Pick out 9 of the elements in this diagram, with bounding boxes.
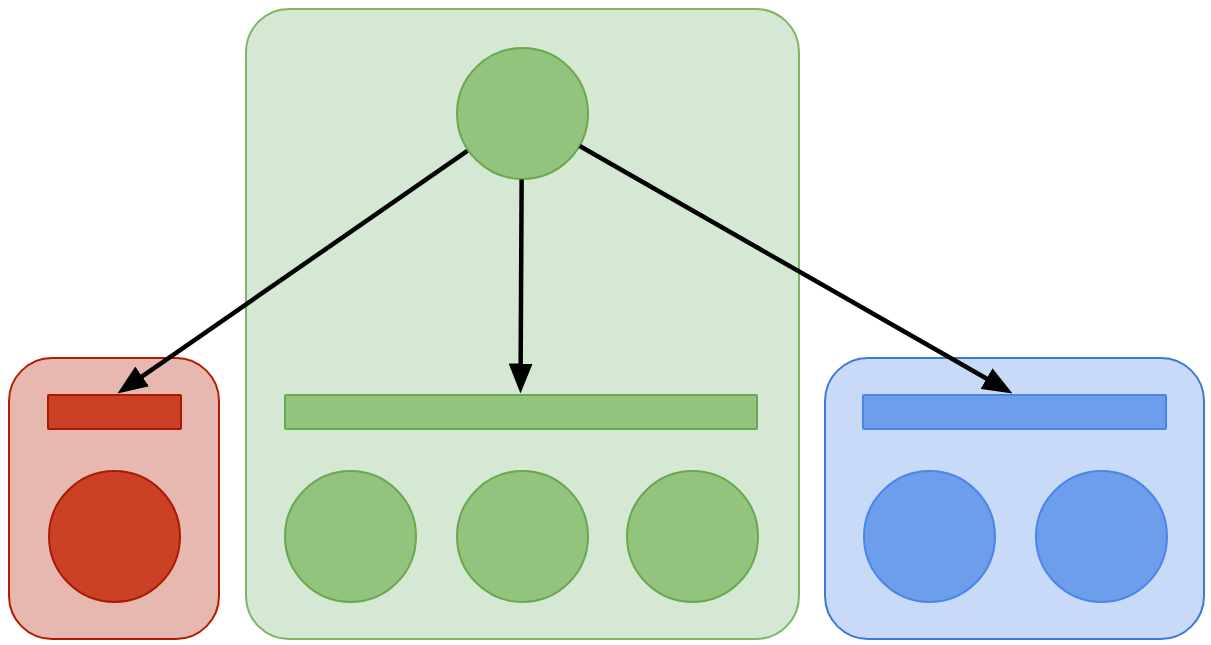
header-bar bbox=[283, 393, 758, 430]
header-bar bbox=[861, 393, 1167, 430]
arrow bbox=[578, 144, 1013, 394]
arrow bbox=[117, 149, 469, 394]
arrow bbox=[508, 179, 533, 394]
group-panel bbox=[824, 357, 1205, 640]
header-bar bbox=[46, 393, 182, 430]
group-panel bbox=[8, 357, 220, 640]
group-panel bbox=[245, 8, 800, 640]
